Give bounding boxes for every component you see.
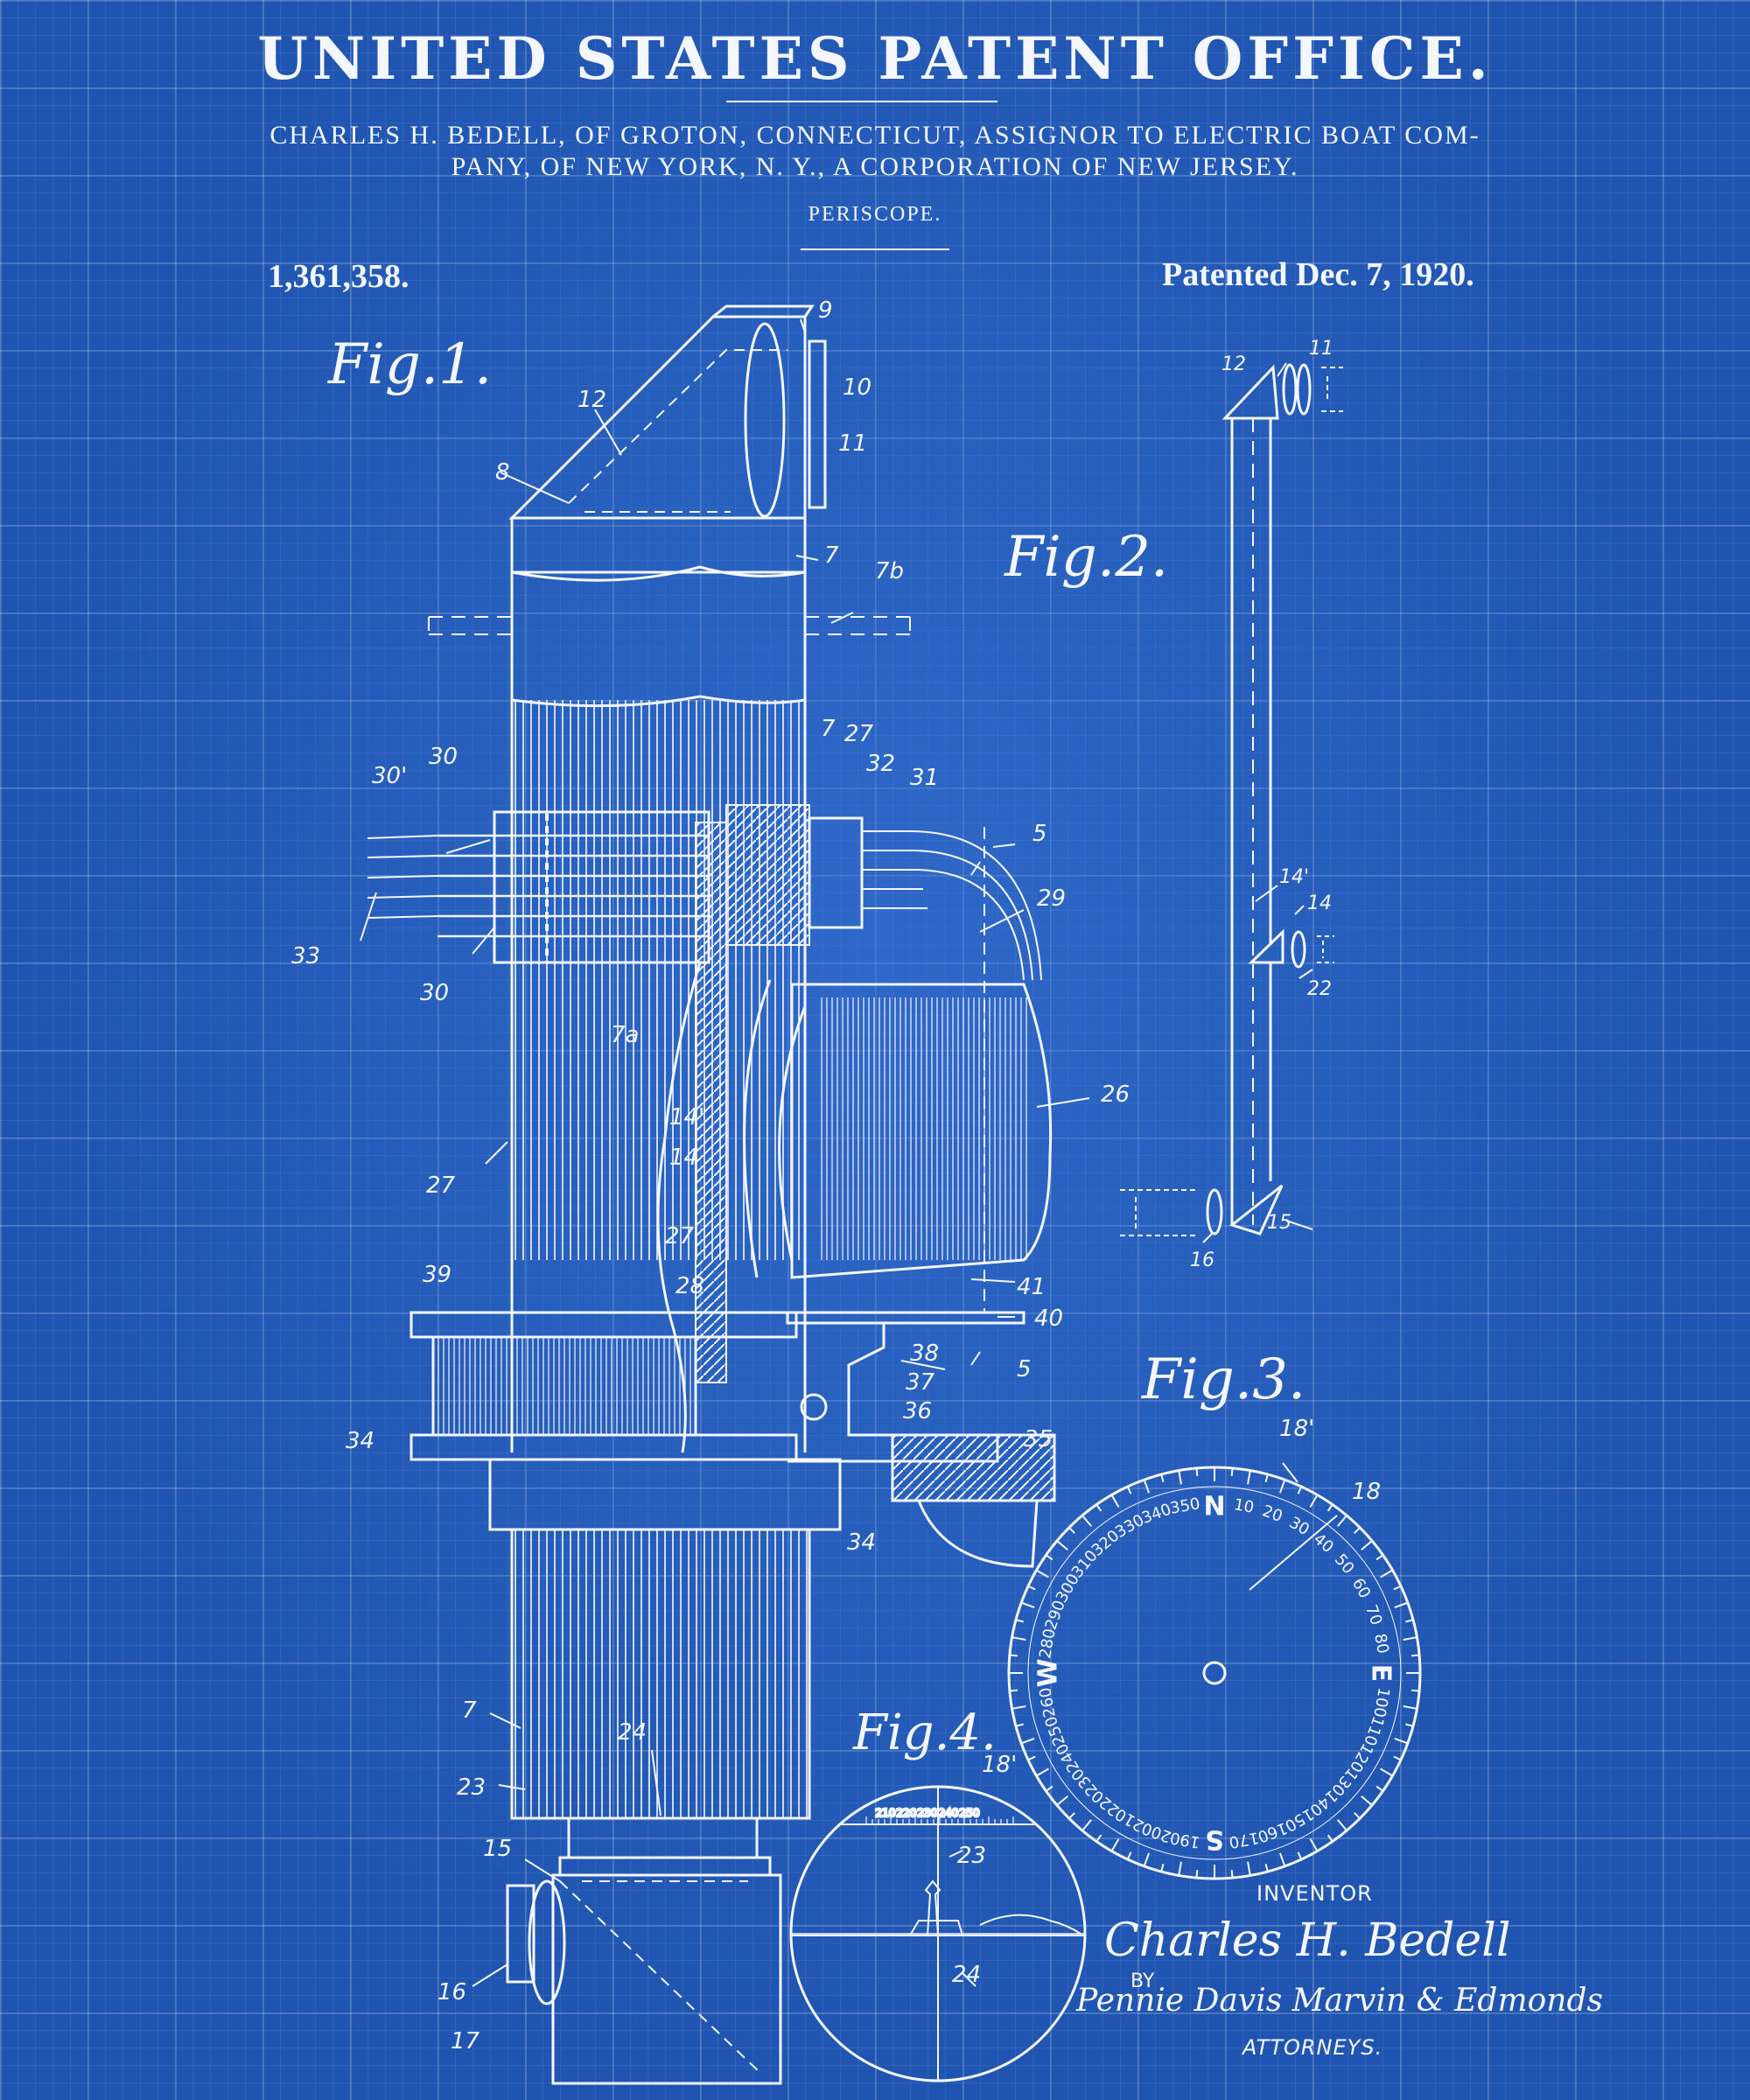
ref-36: 36 [903, 1398, 933, 1424]
dial-degree-label: 60 [1348, 1575, 1375, 1601]
ref-24: 24 [618, 1719, 648, 1746]
ref-41: 41 [1017, 1274, 1046, 1300]
ref-10: 10 [843, 374, 872, 401]
dial-degree-label: 40 [1310, 1530, 1337, 1557]
ref-31: 31 [910, 765, 940, 791]
patent-subject: PERISCOPE. [808, 203, 942, 226]
fig2-ref-11: 11 [1309, 338, 1334, 360]
dial-degree-label: 20 [1260, 1502, 1285, 1526]
dial-degree-label: 350 [1169, 1494, 1201, 1518]
dial-cardinal-s: S [1205, 1824, 1224, 1855]
fig1-drawing [360, 304, 1090, 2085]
ref-28: 28 [676, 1273, 705, 1299]
fig2-ref-16: 16 [1190, 1250, 1214, 1271]
inventor-signature: Charles H. Bedell [1104, 1914, 1511, 1967]
ref-16: 16 [438, 1979, 467, 2006]
ref-33: 33 [291, 943, 321, 970]
dial-cardinal-w: W [1033, 1658, 1064, 1687]
ref-27-left: 27 [426, 1172, 456, 1199]
ref-34-lower: 34 [847, 1530, 877, 1556]
ref-39: 39 [423, 1262, 452, 1288]
dial-degree-label: 10 [1232, 1495, 1255, 1517]
fig4-ref-24: 24 [952, 1962, 982, 1988]
ref-27-upper: 27 [844, 721, 874, 747]
fig2-drawing [1120, 362, 1343, 1243]
fig2-ref-14: 14 [1307, 892, 1332, 914]
ref-37: 37 [906, 1369, 935, 1396]
by-label: BY [1130, 1970, 1155, 1992]
office-title: UNITED STATES PATENT OFFICE. [257, 24, 1493, 93]
ref-23: 23 [457, 1774, 486, 1801]
dial-degree-label: 260 [1036, 1686, 1060, 1718]
patent-date: Patented Dec. 7, 1920. [1162, 256, 1474, 293]
fig4-scale-label: 230 [918, 1807, 938, 1819]
subject-rule [801, 248, 949, 250]
ref-14-prime: 14' [669, 1104, 705, 1130]
dial-degree-label: 30 [1286, 1514, 1312, 1540]
fig4-scale-label: 210 [876, 1807, 896, 1819]
ref-30-prime: 30' [372, 763, 408, 789]
fig4-title: Fig.4. [853, 1704, 997, 1761]
inventor-label: INVENTOR [1256, 1881, 1373, 1906]
fig2-ref-22: 22 [1307, 978, 1332, 1000]
ref-26: 26 [1101, 1082, 1130, 1108]
ref-38: 38 [910, 1340, 940, 1367]
fig2-ref-14-prime: 14' [1279, 866, 1310, 888]
fig1-title: Fig.1. [328, 332, 493, 397]
dial-degree-label: 70 [1362, 1602, 1386, 1628]
assignor-line-1: CHARLES H. BEDELL, OF GROTON, CONNECTICU… [270, 121, 1480, 150]
fig3-ref-18: 18 [1352, 1479, 1382, 1505]
fig4-scale-label: 250 [960, 1807, 980, 1819]
ref-8: 8 [495, 459, 510, 486]
fig3-ref-18-prime: 18' [1279, 1416, 1315, 1442]
ref-34-left: 34 [346, 1428, 375, 1454]
fig4-scale-label: 220 [897, 1807, 917, 1819]
ref-5-upper: 5 [1032, 821, 1047, 847]
ref-40: 40 [1034, 1306, 1064, 1332]
ref-5-lower: 5 [1017, 1356, 1032, 1382]
ref-32: 32 [866, 751, 896, 777]
fig2-ref-15: 15 [1267, 1212, 1292, 1234]
fig2-ref-12: 12 [1222, 354, 1246, 375]
dial-cardinal-e: E [1366, 1664, 1396, 1683]
ref-7-lower: 7 [462, 1698, 477, 1724]
attorney-signature: Pennie Davis Marvin & Edmonds [1076, 1983, 1603, 2019]
ref-14: 14 [669, 1144, 699, 1171]
ref-12: 12 [578, 387, 607, 413]
dial-degree-label: 80 [1370, 1632, 1392, 1655]
fig4-ref-18-prime: 18' [982, 1752, 1018, 1778]
fig3-title: Fig.3. [1142, 1348, 1306, 1412]
ref-7a: 7a [611, 1022, 640, 1048]
ref-29: 29 [1037, 886, 1067, 912]
ref-35: 35 [1024, 1426, 1054, 1452]
attorneys-label: ATTORNEYS. [1242, 2035, 1383, 2060]
ref-30-bottom: 30 [420, 980, 450, 1006]
ref-30-top: 30 [429, 744, 458, 770]
ref-11: 11 [838, 430, 868, 457]
dial-cardinal-n: N [1203, 1492, 1225, 1522]
fig4-ref-23: 23 [957, 1843, 987, 1869]
title-rule [726, 101, 998, 102]
ref-9: 9 [818, 298, 833, 324]
patent-number: 1,361,358. [268, 258, 410, 295]
dial-degree-label: 50 [1331, 1550, 1358, 1578]
ref-7-top: 7 [824, 542, 839, 569]
fig2-title: Fig.2. [1004, 525, 1169, 590]
fig4-scale-label: 240 [939, 1807, 959, 1819]
ref-15: 15 [483, 1836, 513, 1862]
ref-7b: 7b [875, 558, 905, 584]
ref-17: 17 [451, 2028, 480, 2054]
ref-7-upper: 7 [821, 716, 836, 742]
assignor-line-2: PANY, OF NEW YORK, N. Y., A CORPORATION … [451, 152, 1299, 181]
ref-27-mid: 27 [665, 1223, 695, 1250]
dial-degree-label: 170 [1228, 1828, 1260, 1852]
